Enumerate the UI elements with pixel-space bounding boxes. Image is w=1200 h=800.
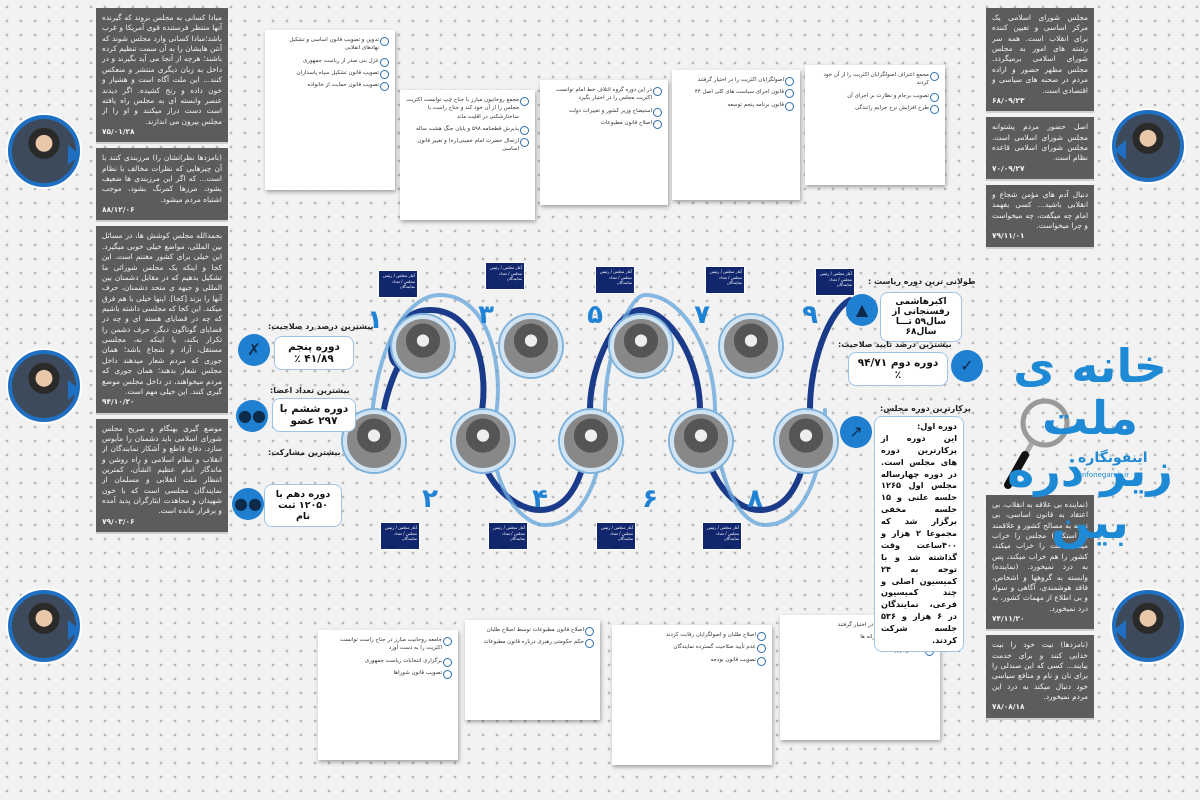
leader-portrait [8,590,80,662]
period-number: ۴ [532,484,548,514]
stat-label: پرکارترین دوره مجلس: [880,404,971,413]
period-tag: آغاز مجلس / رئیس مجلس / تعداد نمایندگان [485,262,525,290]
right-quotes-column-top: مجلس شورای اسلامی یک مرکز اساسی و تعیین … [986,8,1094,249]
quote-box: مجلس شورای اسلامی یک مرکز اساسی و تعیین … [986,8,1094,114]
period-number: ۳ [478,300,494,330]
stat-description: دوره اول:این دوره از پرکارترین دوره های … [874,416,964,652]
person-reject-icon: ✗ [238,334,270,366]
period-note: مجمع روحانیون مبارز با جناح چپ توانست اک… [400,90,535,220]
quote-box: مبادا کسانی به مجلس بروند که گیرنده آنها… [96,8,228,145]
right-quotes-column-bottom: (نماینده بی علاقه به انقلاب، بی اعتقاد ب… [986,495,1094,720]
stat-label: طولانی ترین دوره ریاست : [868,277,976,286]
quote-box: (نماینده بی علاقه به انقلاب، بی اعتقاد ب… [986,495,1094,632]
period-number: ۵ [587,300,603,330]
trend-up-icon: ↗ [840,416,872,448]
stat-label: بیشترین درصد رد صلاحیت: [268,322,374,331]
period-tag: آغاز مجلس / رئیس مجلس / تعداد نمایندگان [488,522,528,550]
period-tag: آغاز مجلس / رئیس مجلس / تعداد نمایندگان [595,266,635,294]
group-icon: ●● [236,400,268,432]
page-title: خانه ی ملت زیر ذره بین [1007,339,1173,549]
period-number: ۶ [642,484,658,514]
leader-portrait [8,115,80,187]
period-number: ۲ [422,484,438,514]
stat-value: دوره دوم ۹۴/۷۱ ٪ [848,352,948,386]
magnifier-icon [1004,398,1070,489]
stat-value: دوره ششم با ۲۹۷ عضو [272,398,356,432]
period-note: جامعه روحانیت مبارز در جناح راست توانست … [318,630,458,760]
period-note: در این دوره گروه ائتلاف خط امام توانست ا… [540,80,668,205]
period-photo [670,410,732,472]
left-quotes-column: مبادا کسانی به مجلس بروند که گیرنده آنها… [96,8,228,535]
logo: اینفونگاره [1078,450,1148,466]
stat-label: بیشترین تعداد اعضا: [270,386,350,395]
stat-value: دوره پنجم ۴۱/۸۹ ٪ [274,336,354,370]
period-tag: آغاز مجلس / رئیس مجلس / تعداد نمایندگان [705,266,745,294]
period-photo [392,315,454,377]
period-photo [610,315,672,377]
period-photo [560,410,622,472]
quote-box: موضع گیری بهنگام و صریح مجلس شورای اسلام… [96,418,228,535]
period-photo [452,410,514,472]
period-photo [500,315,562,377]
stat-label: بیشترین مشارکت: [268,448,341,457]
period-photo [720,315,782,377]
quote-box: دنبال آدم های مؤمن شجاع و انقلابی باشید.… [986,185,1094,249]
period-note: تدوین و تصویب قانون اساسی و تشکیل نهادها… [265,30,395,190]
period-tag: آغاز مجلس / رئیس مجلس / تعداد نمایندگان [380,522,420,550]
quote-box: (نامزدها) نیت خود را نیت خدایی کنند و بر… [986,635,1094,720]
period-note: مجمع اعتراف اصولگرایان اکثریت را از آن خ… [805,65,945,185]
period-number: ۱ [367,305,383,335]
period-tag: آغاز مجلس / رئیس مجلس / تعداد نمایندگان [815,268,855,296]
stat-value: دوره دهم با ۱۲۰۵۰ ثبت نام [264,484,342,527]
period-tag: آغاز مجلس / رئیس مجلس / تعداد نمایندگان [596,522,636,550]
quote-box: (نامزدها نظراتشان را) مرزبندی کنند با آن… [96,148,228,223]
period-photo [775,410,837,472]
logo-url: infonegareh.ir [1080,471,1130,479]
person-approve-icon: ✓ [951,350,983,382]
quote-box: بحمدالله مجلس کوشش ها، در مسائل بین المل… [96,226,228,415]
crowd-icon: ●● [232,488,264,520]
period-number: ۹ [802,300,818,330]
stat-value: اکبرهاشمی رفسنجانی از سال۵۹ تـــا سال۶۸ [880,292,962,342]
period-tag: آغاز مجلس / رئیس مجلس / تعداد نمایندگان [378,270,418,298]
period-number: ۸ [747,484,763,514]
podium-icon: ▲ [846,294,878,326]
leader-portrait [1112,110,1184,182]
leader-portrait [8,350,80,422]
leader-portrait [1112,590,1184,662]
period-number: ۷ [694,300,710,330]
quote-box: اصل حضور مردم پشتوانه مجلس شورای اسلامی … [986,117,1094,182]
period-tag: آغاز مجلس / رئیس مجلس / تعداد نمایندگان [702,522,742,550]
stat-label: بیشترین درصد تایید صلاحیت: [838,340,952,349]
